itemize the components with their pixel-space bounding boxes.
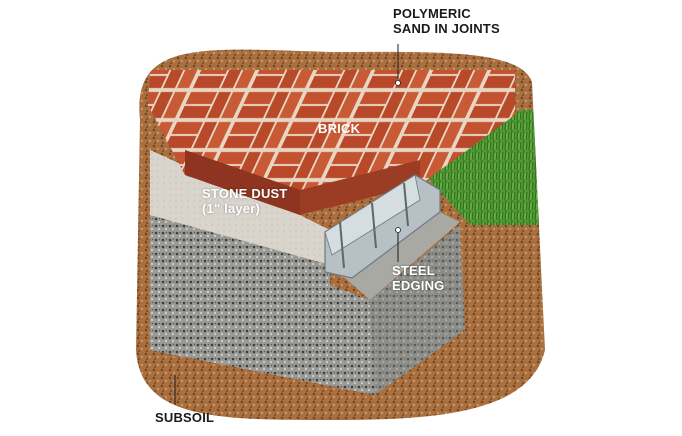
- gravel-base-front: [150, 215, 375, 395]
- label-stone-dust: STONE DUST (1" layer): [202, 186, 288, 216]
- label-brick: BRICK: [318, 121, 361, 136]
- grass-edge: [425, 110, 545, 225]
- stone-dust-layer: [150, 150, 330, 265]
- brick-side-edge: [300, 160, 420, 215]
- polymeric-sand-leader-dot: [395, 80, 401, 86]
- gravel-base-top: [330, 200, 460, 300]
- steel-edging-leader-dot: [395, 227, 401, 233]
- label-subsoil: SUBSOIL: [155, 410, 215, 425]
- label-polymeric-sand: POLYMERIC SAND IN JOINTS: [393, 6, 500, 36]
- brick-front-edge: [185, 150, 300, 215]
- steel-edging-illustration: [324, 174, 441, 279]
- label-steel-edging: STEEL EDGING: [392, 263, 445, 293]
